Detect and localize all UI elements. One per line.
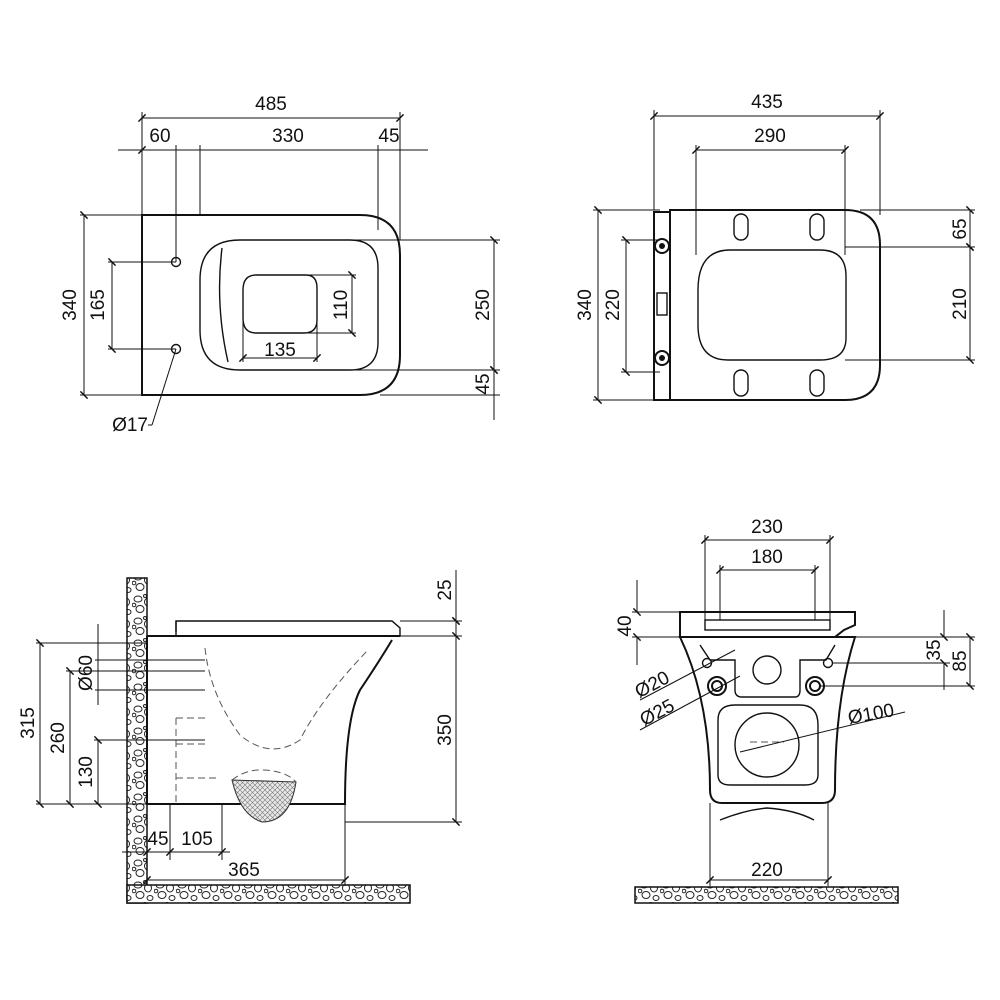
dim-45-side: 45 [147, 829, 168, 850]
top-view-body [141, 214, 401, 396]
dim-180: 180 [751, 547, 783, 568]
dim-485: 485 [255, 94, 287, 115]
dim-40: 40 [615, 615, 636, 636]
dim-135: 135 [264, 340, 296, 361]
dim-65: 65 [950, 218, 971, 239]
dim-60: 60 [149, 126, 170, 147]
dim-290: 290 [754, 126, 786, 147]
dim-165: 165 [88, 289, 109, 321]
dim-130: 130 [76, 756, 97, 788]
dim-85: 85 [950, 650, 971, 671]
dim-110: 110 [331, 290, 352, 320]
dim-435: 435 [751, 92, 783, 113]
seat-view-body [653, 209, 881, 401]
dim-25: 25 [435, 579, 456, 600]
rear-view-body [678, 611, 857, 821]
side-view-body [146, 620, 401, 823]
side-view-dimensions: 25 350 Ø60 315 260 130 45 105 [18, 570, 462, 886]
dim-315: 315 [18, 707, 39, 739]
rear-view-floor [634, 886, 899, 904]
dim-220-bottom: 220 [751, 860, 783, 881]
dim-365: 365 [228, 860, 260, 881]
dim-260: 260 [48, 722, 69, 754]
rear-view-dimensions: 230 180 40 35 85 Ø20 Ø25 Ø100 220 [615, 517, 975, 886]
dim-250: 250 [473, 289, 494, 321]
dim-hole-diameter: Ø17 [112, 415, 148, 436]
dim-220: 220 [603, 289, 624, 321]
top-view-dimensions: 485 60 330 45 340 165 110 135 25 [60, 94, 500, 436]
dim-210: 210 [950, 288, 971, 320]
dim-340-left: 340 [60, 289, 81, 321]
dim-340-right: 340 [575, 289, 596, 321]
dim-35: 35 [924, 639, 945, 660]
dim-105: 105 [181, 829, 213, 850]
dim-pipe-diameter: Ø60 [76, 655, 97, 691]
dim-350: 350 [435, 714, 456, 746]
seat-view-dimensions: 435 290 340 220 65 210 [575, 92, 975, 405]
dim-330: 330 [272, 126, 304, 147]
dim-45-bottom: 45 [473, 373, 494, 394]
dim-230: 230 [751, 517, 783, 538]
dim-d100: Ø100 [846, 700, 895, 729]
dim-45-top: 45 [378, 126, 399, 147]
